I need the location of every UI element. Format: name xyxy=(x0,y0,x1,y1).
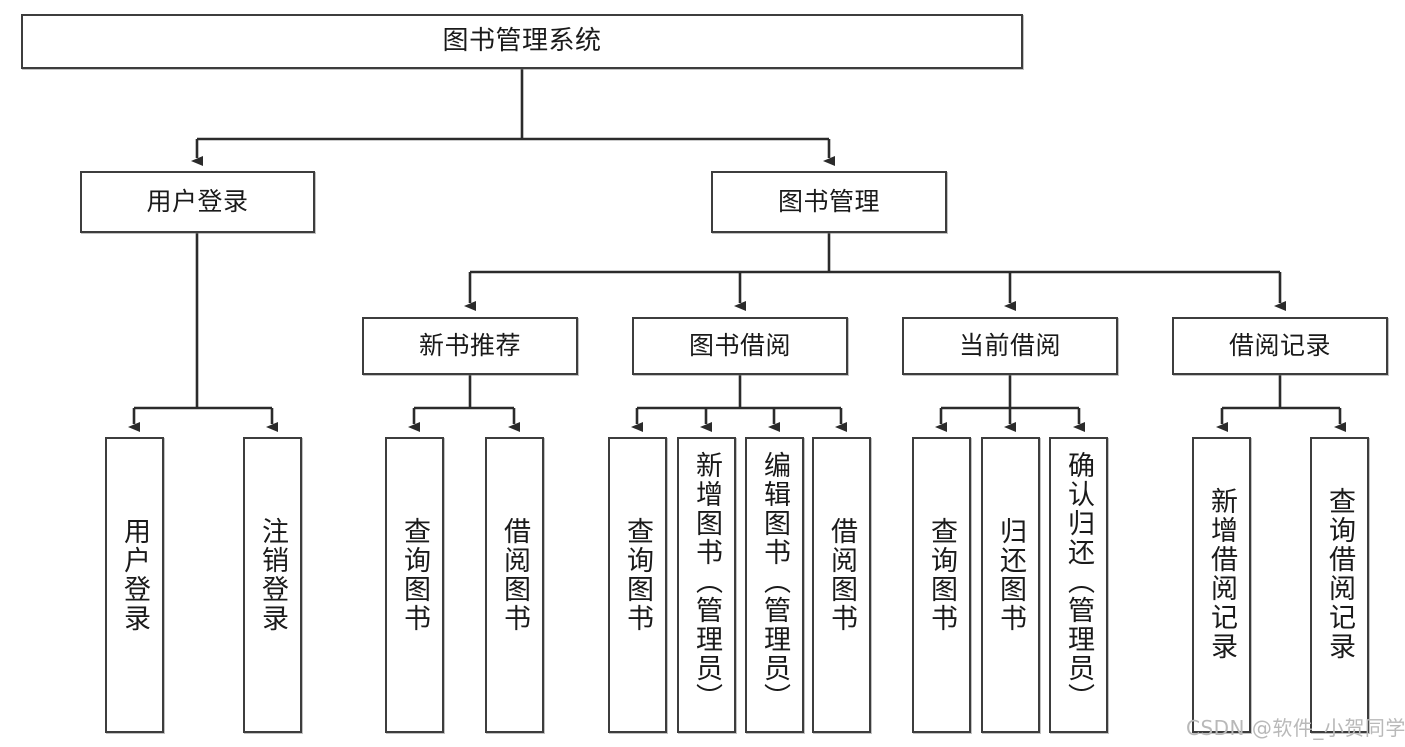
node-new-book-recommend[interactable]: 新书推荐 xyxy=(362,317,578,375)
leaf-book-borrow-query[interactable]: 查询图书 xyxy=(608,437,667,733)
leaf-new-book-query[interactable]: 查询图书 xyxy=(385,437,444,733)
leaf-user-login-logout[interactable]: 注销登录 xyxy=(243,437,302,733)
node-label: 新增图书（管理员） xyxy=(691,451,722,712)
node-label: 编辑图书（管理员） xyxy=(759,451,790,712)
leaf-borrow-record-query[interactable]: 查询借阅记录 xyxy=(1310,437,1369,733)
node-label: 查询借阅记录 xyxy=(1324,487,1355,661)
node-book-borrow[interactable]: 图书借阅 xyxy=(632,317,848,375)
leaf-borrow-record-add[interactable]: 新增借阅记录 xyxy=(1192,437,1251,733)
leaf-book-borrow-borrow[interactable]: 借阅图书 xyxy=(812,437,871,733)
node-label: 新增借阅记录 xyxy=(1206,487,1237,661)
leaf-current-borrow-return[interactable]: 归还图书 xyxy=(981,437,1040,733)
node-label: 当前借阅 xyxy=(958,330,1061,360)
leaf-book-borrow-edit[interactable]: 编辑图书（管理员） xyxy=(745,437,804,733)
node-label: 图书借阅 xyxy=(688,330,791,360)
leaf-book-borrow-add[interactable]: 新增图书（管理员） xyxy=(677,437,736,733)
node-book-management[interactable]: 图书管理 xyxy=(711,171,947,233)
node-label: 归还图书 xyxy=(995,517,1026,633)
node-label: 用户登录 xyxy=(146,186,249,216)
node-label: 图书管理系统 xyxy=(442,25,602,56)
node-label: 借阅记录 xyxy=(1228,330,1331,360)
node-current-borrow[interactable]: 当前借阅 xyxy=(902,317,1118,375)
node-label: 借阅图书 xyxy=(499,517,530,633)
node-label: 借阅图书 xyxy=(826,517,857,633)
node-user-login[interactable]: 用户登录 xyxy=(80,171,315,233)
node-label: 查询图书 xyxy=(399,517,430,633)
node-label: 用户登录 xyxy=(119,517,150,633)
leaf-new-book-borrow[interactable]: 借阅图书 xyxy=(485,437,544,733)
node-label: 查询图书 xyxy=(926,517,957,633)
node-label: 查询图书 xyxy=(622,517,653,633)
node-label: 新书推荐 xyxy=(418,330,521,360)
node-label: 确认归还（管理员） xyxy=(1063,451,1094,712)
watermark: CSDN @软件_小贺同学 xyxy=(1186,716,1405,740)
leaf-user-login-login[interactable]: 用户登录 xyxy=(105,437,164,733)
node-label: 注销登录 xyxy=(257,517,288,633)
node-root-system[interactable]: 图书管理系统 xyxy=(21,14,1023,69)
leaf-current-borrow-confirm-return[interactable]: 确认归还（管理员） xyxy=(1049,437,1108,733)
node-borrow-record[interactable]: 借阅记录 xyxy=(1172,317,1388,375)
leaf-current-borrow-query[interactable]: 查询图书 xyxy=(912,437,971,733)
node-label: 图书管理 xyxy=(777,186,880,216)
